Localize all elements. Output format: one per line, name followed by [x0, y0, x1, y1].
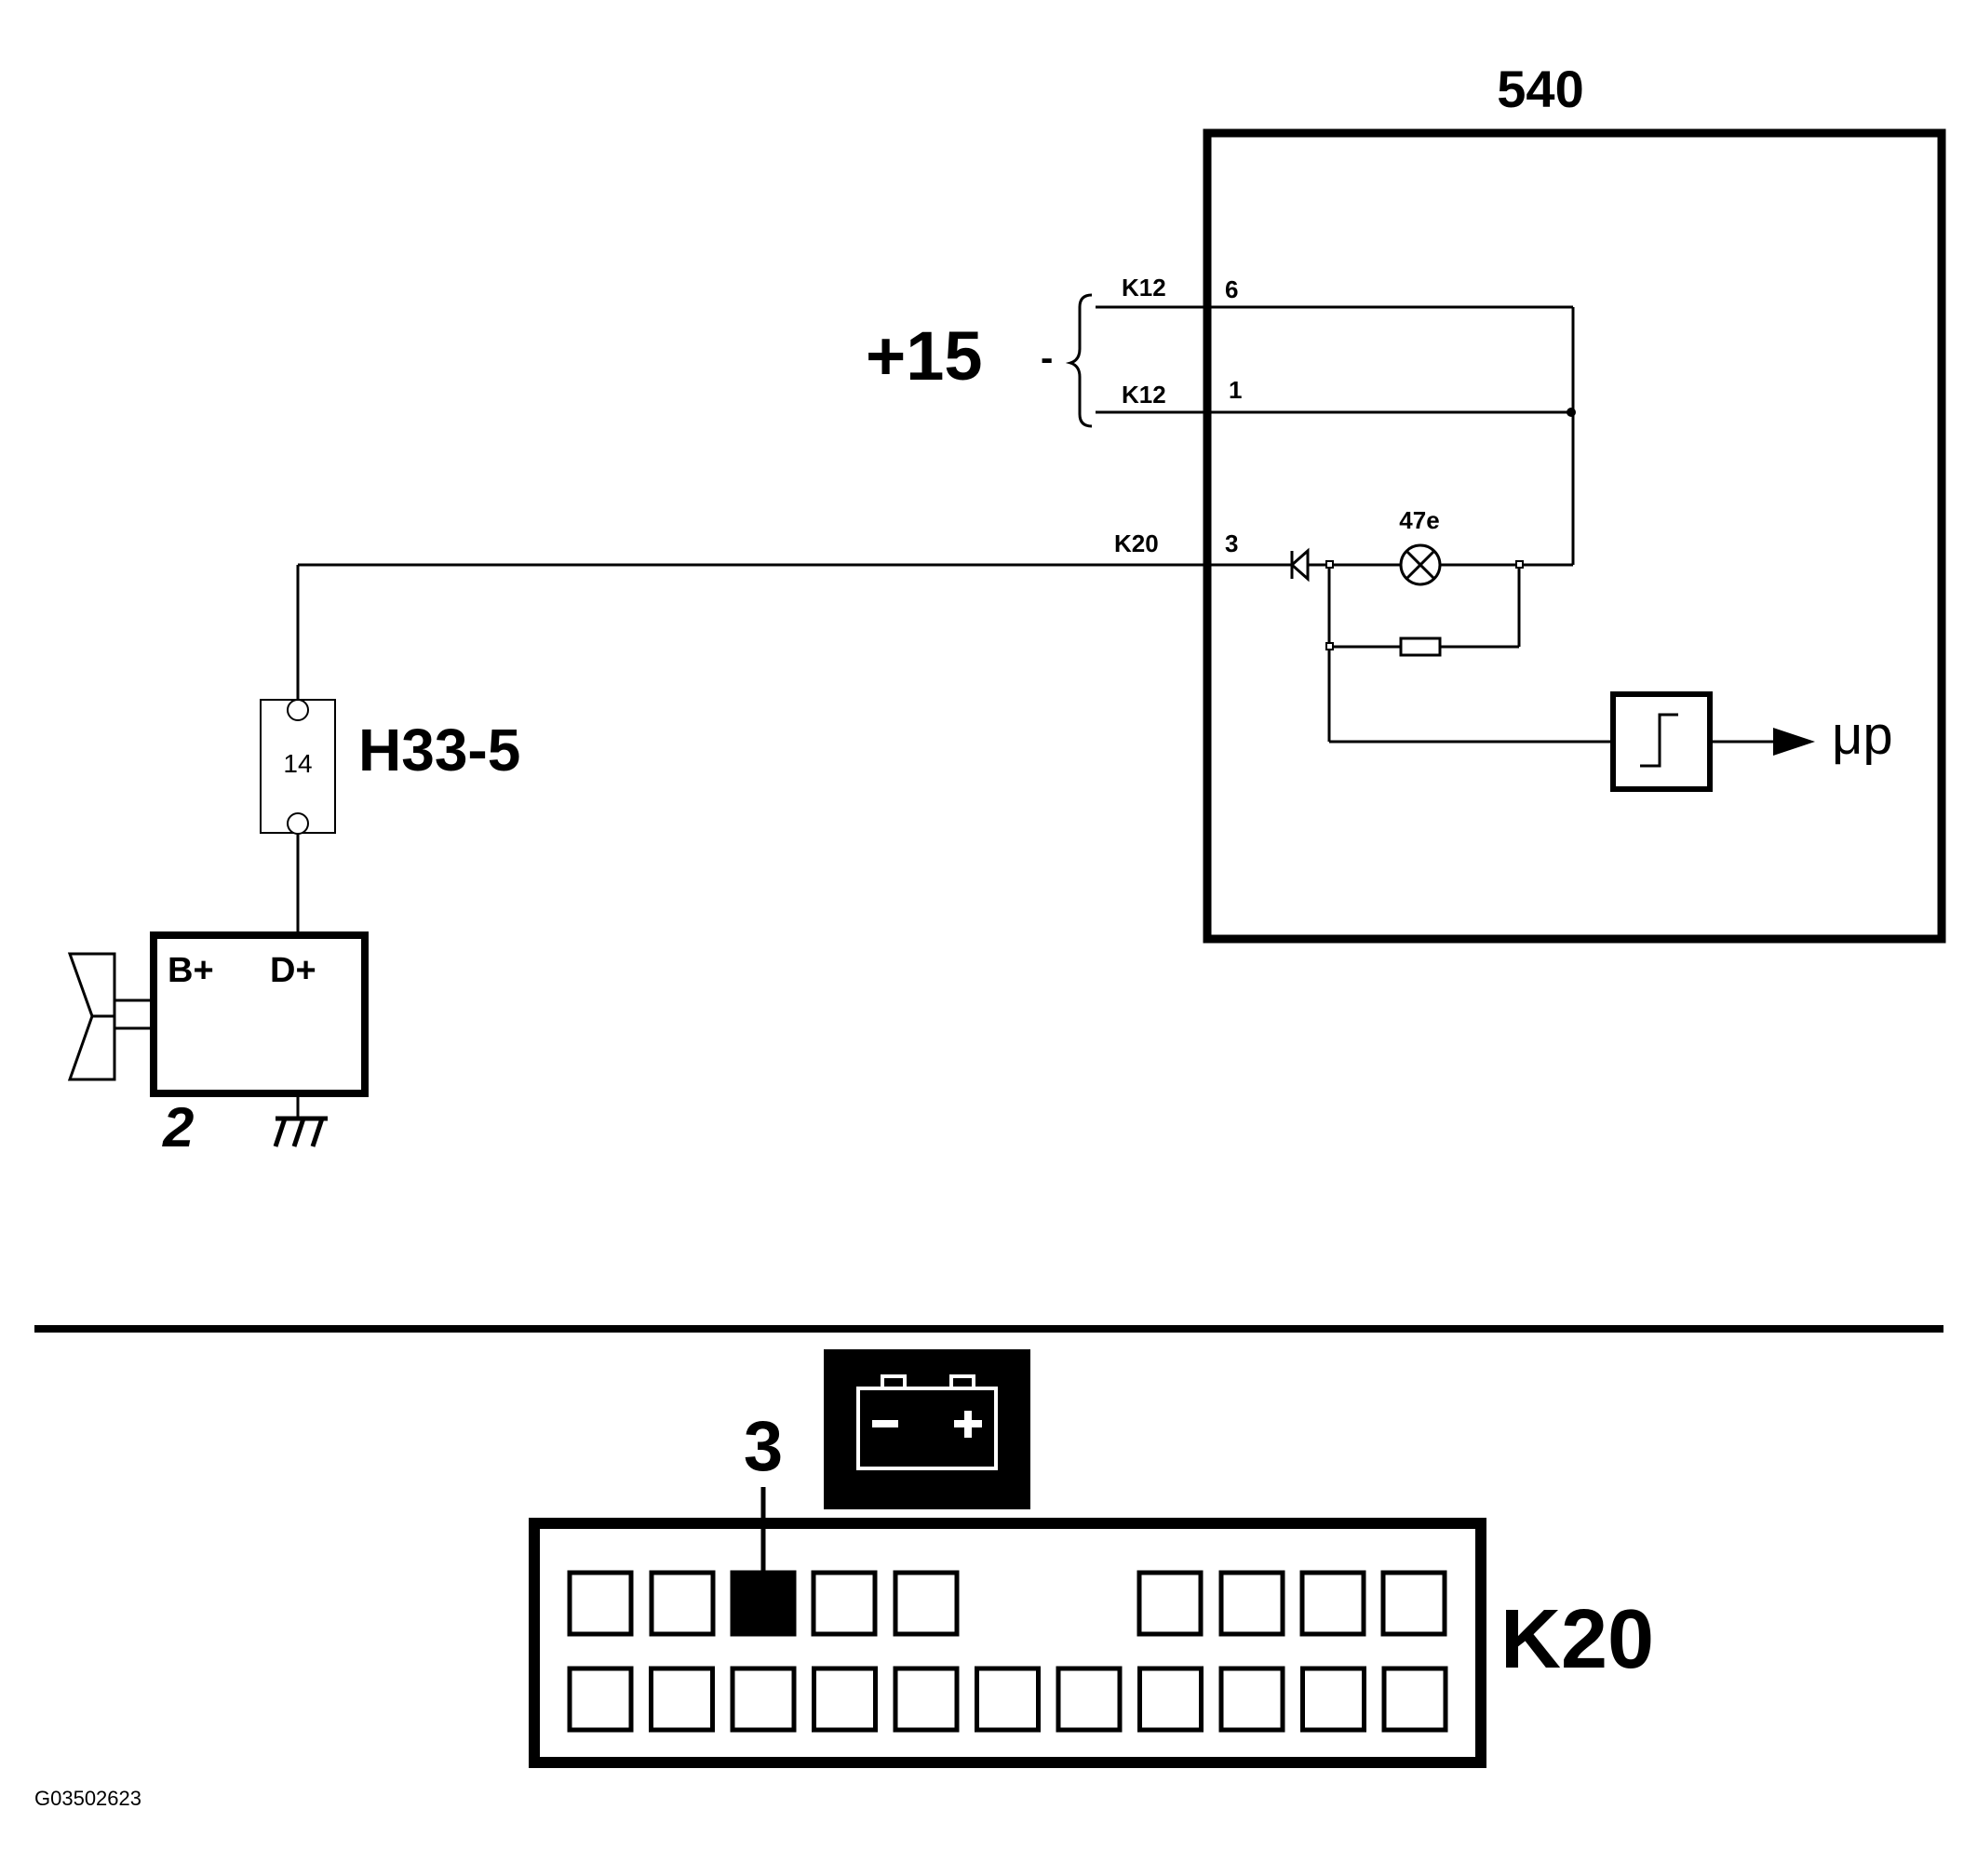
supply-dash: -	[1041, 338, 1053, 379]
k12-pin-b: 1	[1229, 376, 1242, 404]
supply-plus15-group: +15 - K12 6 K12 1	[866, 274, 1576, 565]
module-540-box	[1203, 128, 1946, 944]
k20-label: K20	[1114, 529, 1159, 557]
trigger-box	[1610, 691, 1713, 792]
lamp-label: 47e	[1399, 506, 1439, 534]
node-left	[1325, 560, 1334, 569]
connector-cavity	[1137, 1666, 1204, 1733]
connector-cavity	[649, 1666, 715, 1733]
connector-cavity	[1380, 1570, 1447, 1637]
connector-cavity	[812, 1666, 878, 1733]
battery-panel	[824, 1349, 1030, 1509]
output-label: μp	[1832, 705, 1893, 766]
connector-cavity	[893, 1570, 960, 1637]
supply-label: +15	[866, 317, 983, 395]
alternator-label: 2	[162, 1096, 194, 1159]
resistor-icon	[1399, 636, 1442, 657]
ground-icon	[273, 1093, 328, 1147]
connector-top-row	[567, 1570, 1447, 1637]
k12-pin-a: 6	[1225, 275, 1238, 303]
connector-name: K20	[1500, 1593, 1654, 1686]
connector-cavity	[1299, 1570, 1366, 1637]
connector-cavity	[1136, 1570, 1204, 1637]
step-icon	[1640, 713, 1678, 768]
junction-label: H33-5	[358, 717, 520, 784]
connector-cavity	[811, 1570, 878, 1637]
lamp-icon	[1399, 543, 1442, 586]
alternator-b-plus: B+	[168, 951, 214, 990]
connector-bottom-row	[567, 1666, 1448, 1733]
arrow-icon	[1773, 728, 1815, 756]
connector-cavity	[975, 1666, 1041, 1733]
figure-id: G03502623	[34, 1787, 141, 1810]
k12-label-b: K12	[1122, 381, 1166, 409]
alternator-box	[150, 931, 369, 1097]
connector-cavity	[567, 1666, 634, 1733]
connector-cavity	[1056, 1666, 1123, 1733]
connector-cavity	[730, 1666, 797, 1733]
k20-pin: 3	[1225, 529, 1238, 557]
node-left-lower	[1325, 642, 1334, 650]
connector-cavity	[1218, 1570, 1285, 1637]
connector-housing	[529, 1518, 1486, 1768]
junction-h33-5: 14 H33-5	[260, 565, 520, 933]
supply-brace	[1065, 293, 1093, 428]
connector-cavity	[649, 1570, 716, 1637]
charge-lamp-circuit: K20 3 47e μp	[298, 506, 1893, 792]
junction-dot	[1567, 408, 1576, 417]
connector-pin-label: 3	[744, 1407, 783, 1486]
diode-icon	[1289, 547, 1310, 583]
connector-view: 3 K20	[529, 1349, 1654, 1768]
connector-cavity	[1381, 1666, 1448, 1733]
junction-box	[260, 699, 336, 834]
connector-cavity	[567, 1570, 634, 1637]
battery-icon	[856, 1374, 998, 1470]
connector-cavity	[893, 1666, 960, 1733]
module-label: 540	[1497, 60, 1583, 118]
k12-label-a: K12	[1122, 274, 1166, 302]
alternator-d-plus: D+	[270, 951, 316, 990]
node-right	[1515, 560, 1524, 569]
pulley-icon	[67, 952, 154, 1081]
connector-cavity-highlighted	[730, 1570, 797, 1637]
junction-pin: 14	[283, 749, 312, 778]
alternator: B+ D+ 2	[67, 931, 369, 1159]
connector-cavity	[1300, 1666, 1366, 1733]
connector-cavity	[1218, 1666, 1285, 1733]
